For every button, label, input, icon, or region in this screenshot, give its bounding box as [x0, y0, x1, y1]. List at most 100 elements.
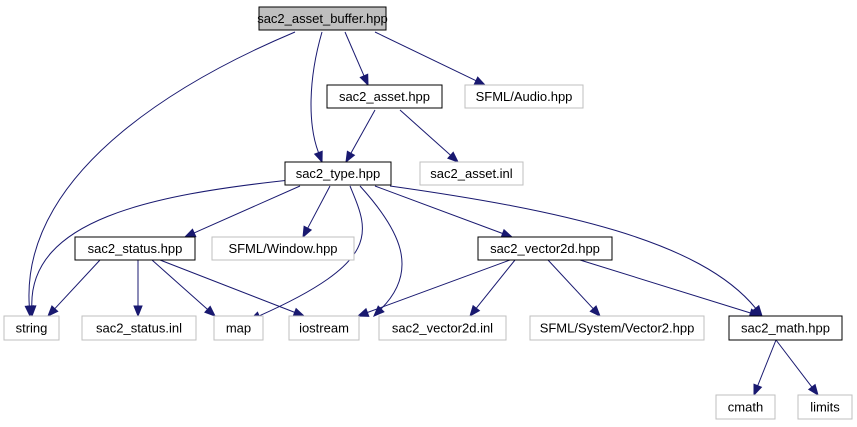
node-label: iostream	[299, 321, 349, 336]
node-box	[797, 394, 853, 420]
edge-arrowhead	[753, 383, 763, 397]
edge-line	[28, 31, 296, 307]
edge-arrowhead	[447, 151, 460, 163]
edge-type-to-vector2d	[374, 185, 514, 238]
edge-asset-to-assetinl	[399, 109, 460, 163]
node-asset[interactable]: sac2_asset.hpp	[326, 84, 443, 109]
edge-arrowhead	[807, 383, 819, 397]
edge-asset-to-type	[345, 109, 376, 164]
node-box	[464, 84, 584, 109]
edge-line	[31, 179, 291, 307]
node-label: sac2_status.hpp	[88, 241, 183, 256]
node-label: sac2_status.inl	[96, 321, 182, 336]
edge-arrowhead	[589, 305, 601, 317]
node-label: sac2_type.hpp	[296, 166, 381, 181]
node-box	[258, 6, 387, 31]
edge-line	[159, 259, 295, 313]
edge-line	[389, 185, 757, 309]
node-box	[419, 161, 524, 186]
edge-line	[193, 185, 301, 234]
edge-line	[547, 259, 594, 310]
node-math[interactable]: sac2_math.hpp	[728, 315, 843, 341]
node-box	[211, 236, 355, 261]
node-root[interactable]: sac2_asset_buffer.hpp	[257, 6, 388, 31]
node-label: sac2_vector2d.hpp	[490, 241, 600, 256]
edge-arrowhead	[356, 307, 370, 317]
node-box	[81, 315, 197, 341]
edge-type-to-status	[183, 185, 301, 238]
node-label: SFML/Audio.hpp	[476, 89, 573, 104]
node-box	[288, 315, 360, 341]
node-box	[378, 315, 507, 341]
edge-type-to-iostream	[359, 185, 403, 317]
edge-arrowhead	[469, 304, 481, 318]
edge-line	[374, 31, 477, 82]
node-label: string	[16, 321, 48, 336]
edge-arrowhead	[133, 305, 143, 318]
edge-root-to-string	[24, 31, 296, 318]
node-box	[477, 236, 613, 261]
node-audio: SFML/Audio.hpp	[464, 84, 584, 109]
node-label: sac2_asset.hpp	[339, 89, 430, 104]
node-label: limits	[810, 400, 840, 415]
node-label: cmath	[728, 400, 763, 415]
edge-line	[54, 259, 101, 310]
edge-line	[258, 185, 363, 317]
node-box	[284, 161, 392, 186]
node-box	[3, 315, 60, 341]
edge-line	[374, 185, 503, 234]
edge-line	[579, 259, 751, 314]
node-box	[715, 394, 776, 420]
edge-line	[475, 259, 516, 309]
node-box	[728, 315, 843, 341]
edge-line	[307, 185, 331, 229]
edge-vector2d-to-vector2dinl	[469, 259, 516, 318]
edge-math-to-cmath	[753, 339, 777, 397]
node-box	[74, 236, 196, 261]
edges-layer	[24, 31, 819, 397]
node-label: sac2_math.hpp	[741, 321, 830, 336]
node-box	[529, 315, 705, 341]
edge-line	[350, 109, 376, 154]
edge-vector2d-to-iostream	[356, 259, 511, 317]
node-label: SFML/System/Vector2.hpp	[540, 321, 695, 336]
node-box	[213, 315, 264, 341]
edge-line	[775, 339, 813, 388]
node-statusinl: sac2_status.inl	[81, 315, 197, 341]
node-window: SFML/Window.hpp	[211, 236, 355, 261]
edge-line	[359, 185, 403, 310]
edge-status-to-map	[151, 259, 217, 317]
node-status[interactable]: sac2_status.hpp	[74, 236, 196, 261]
node-iostream: iostream	[288, 315, 360, 341]
edge-type-to-string	[27, 179, 291, 318]
node-map: map	[213, 315, 264, 341]
edge-line	[757, 339, 777, 386]
edge-arrowhead	[204, 305, 217, 317]
edge-arrowhead	[183, 228, 197, 238]
edge-arrowhead	[500, 228, 514, 238]
edge-vector2d-to-math	[579, 259, 762, 318]
edge-root-to-asset	[344, 31, 369, 87]
node-label: map	[226, 321, 251, 336]
edge-arrowhead	[47, 305, 59, 317]
node-cmath: cmath	[715, 394, 776, 420]
edge-arrowhead	[473, 76, 487, 86]
edge-arrowhead	[345, 150, 356, 164]
edge-vector2d-to-sfmlvec2	[547, 259, 601, 317]
edge-arrowhead	[373, 305, 385, 317]
edge-line	[344, 31, 365, 76]
node-vector2dinl: sac2_vector2d.inl	[378, 315, 507, 341]
node-label: sac2_vector2d.inl	[392, 321, 493, 336]
node-string: string	[3, 315, 60, 341]
edge-status-to-statusinl	[133, 260, 143, 318]
edge-line	[367, 259, 511, 313]
node-vector2d[interactable]: sac2_vector2d.hpp	[477, 236, 613, 261]
edge-arrowhead	[292, 307, 306, 317]
edge-line	[151, 259, 208, 310]
node-label: sac2_asset.inl	[430, 166, 512, 181]
node-limits: limits	[797, 394, 853, 420]
node-type[interactable]: sac2_type.hpp	[284, 161, 392, 186]
edge-math-to-limits	[775, 339, 819, 397]
